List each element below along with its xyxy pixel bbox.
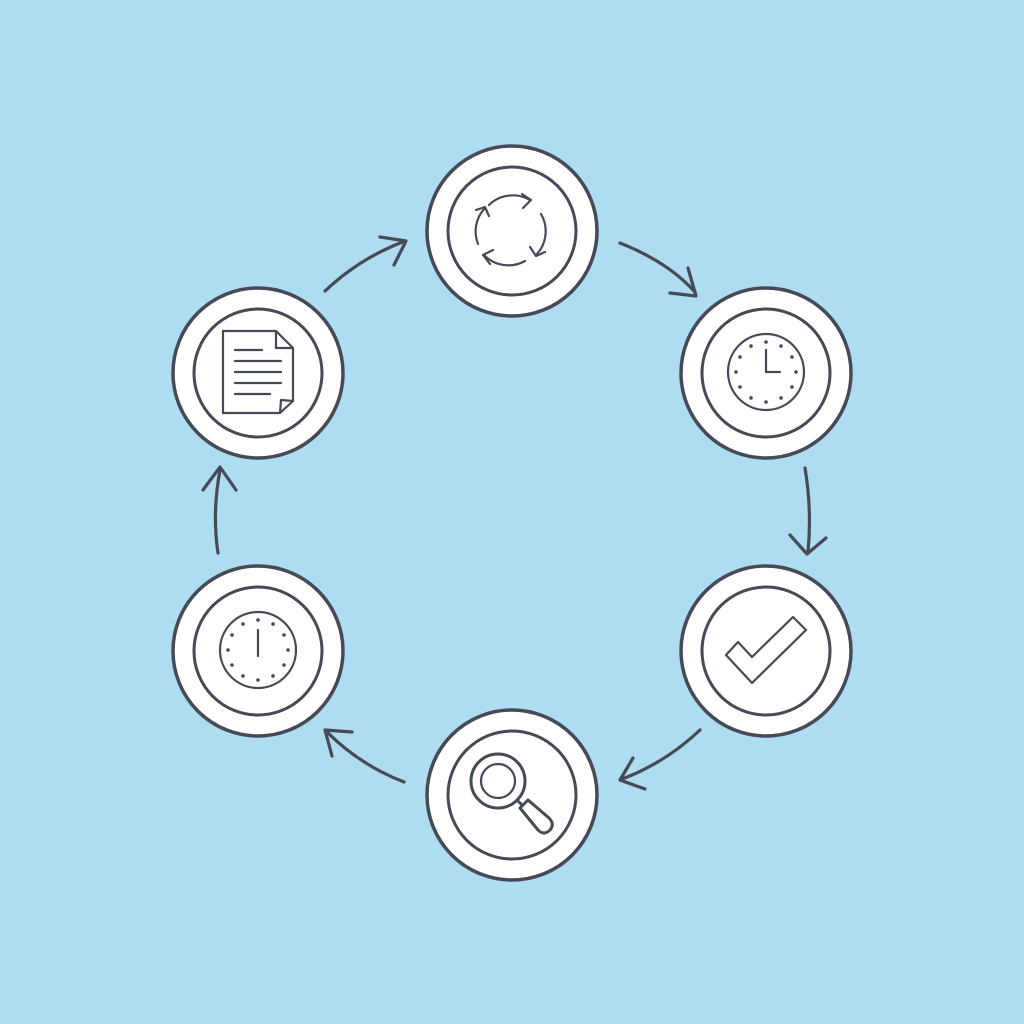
timer-tick [256, 678, 260, 682]
timer-tick [230, 663, 234, 667]
timer-tick [271, 622, 275, 626]
checkmark-icon [724, 615, 808, 685]
node-timer [171, 564, 345, 738]
timer-tick [241, 622, 245, 626]
magnifier-icon [469, 752, 554, 835]
flow-arrows [201, 235, 828, 791]
arrow-document-to-refresh [323, 235, 408, 293]
refresh-cycle-icon [474, 192, 547, 267]
arrow-search-to-timer [323, 728, 406, 784]
clock-tick [790, 385, 794, 389]
clock-tick [794, 370, 798, 374]
timer-tick [256, 618, 260, 622]
arrow-approve-to-search [618, 728, 702, 791]
arrow-schedule-to-approve [788, 466, 828, 556]
clock-icon [726, 332, 806, 412]
clock-tick [749, 344, 753, 348]
node-approve [679, 564, 853, 738]
clock-tick [738, 355, 742, 359]
timer-tick [271, 674, 275, 678]
node-document [171, 286, 345, 460]
node-schedule [679, 286, 853, 460]
clock-tick [790, 355, 794, 359]
clock-tick [764, 400, 768, 404]
stopwatch-icon [218, 610, 298, 690]
clock-tick [764, 340, 768, 344]
timer-tick [286, 648, 290, 652]
node-refresh [425, 144, 599, 318]
clock-tick [738, 385, 742, 389]
clock-tick [734, 370, 738, 374]
timer-tick [282, 663, 286, 667]
arrow-refresh-to-schedule [618, 241, 698, 298]
timer-tick [241, 674, 245, 678]
clock-tick [779, 396, 783, 400]
clock-tick [779, 344, 783, 348]
document-icon [221, 329, 295, 415]
node-search [425, 708, 599, 882]
timer-tick [230, 633, 234, 637]
timer-tick [282, 633, 286, 637]
timer-tick [226, 648, 230, 652]
clock-tick [749, 396, 753, 400]
arrow-timer-to-document [201, 465, 238, 555]
